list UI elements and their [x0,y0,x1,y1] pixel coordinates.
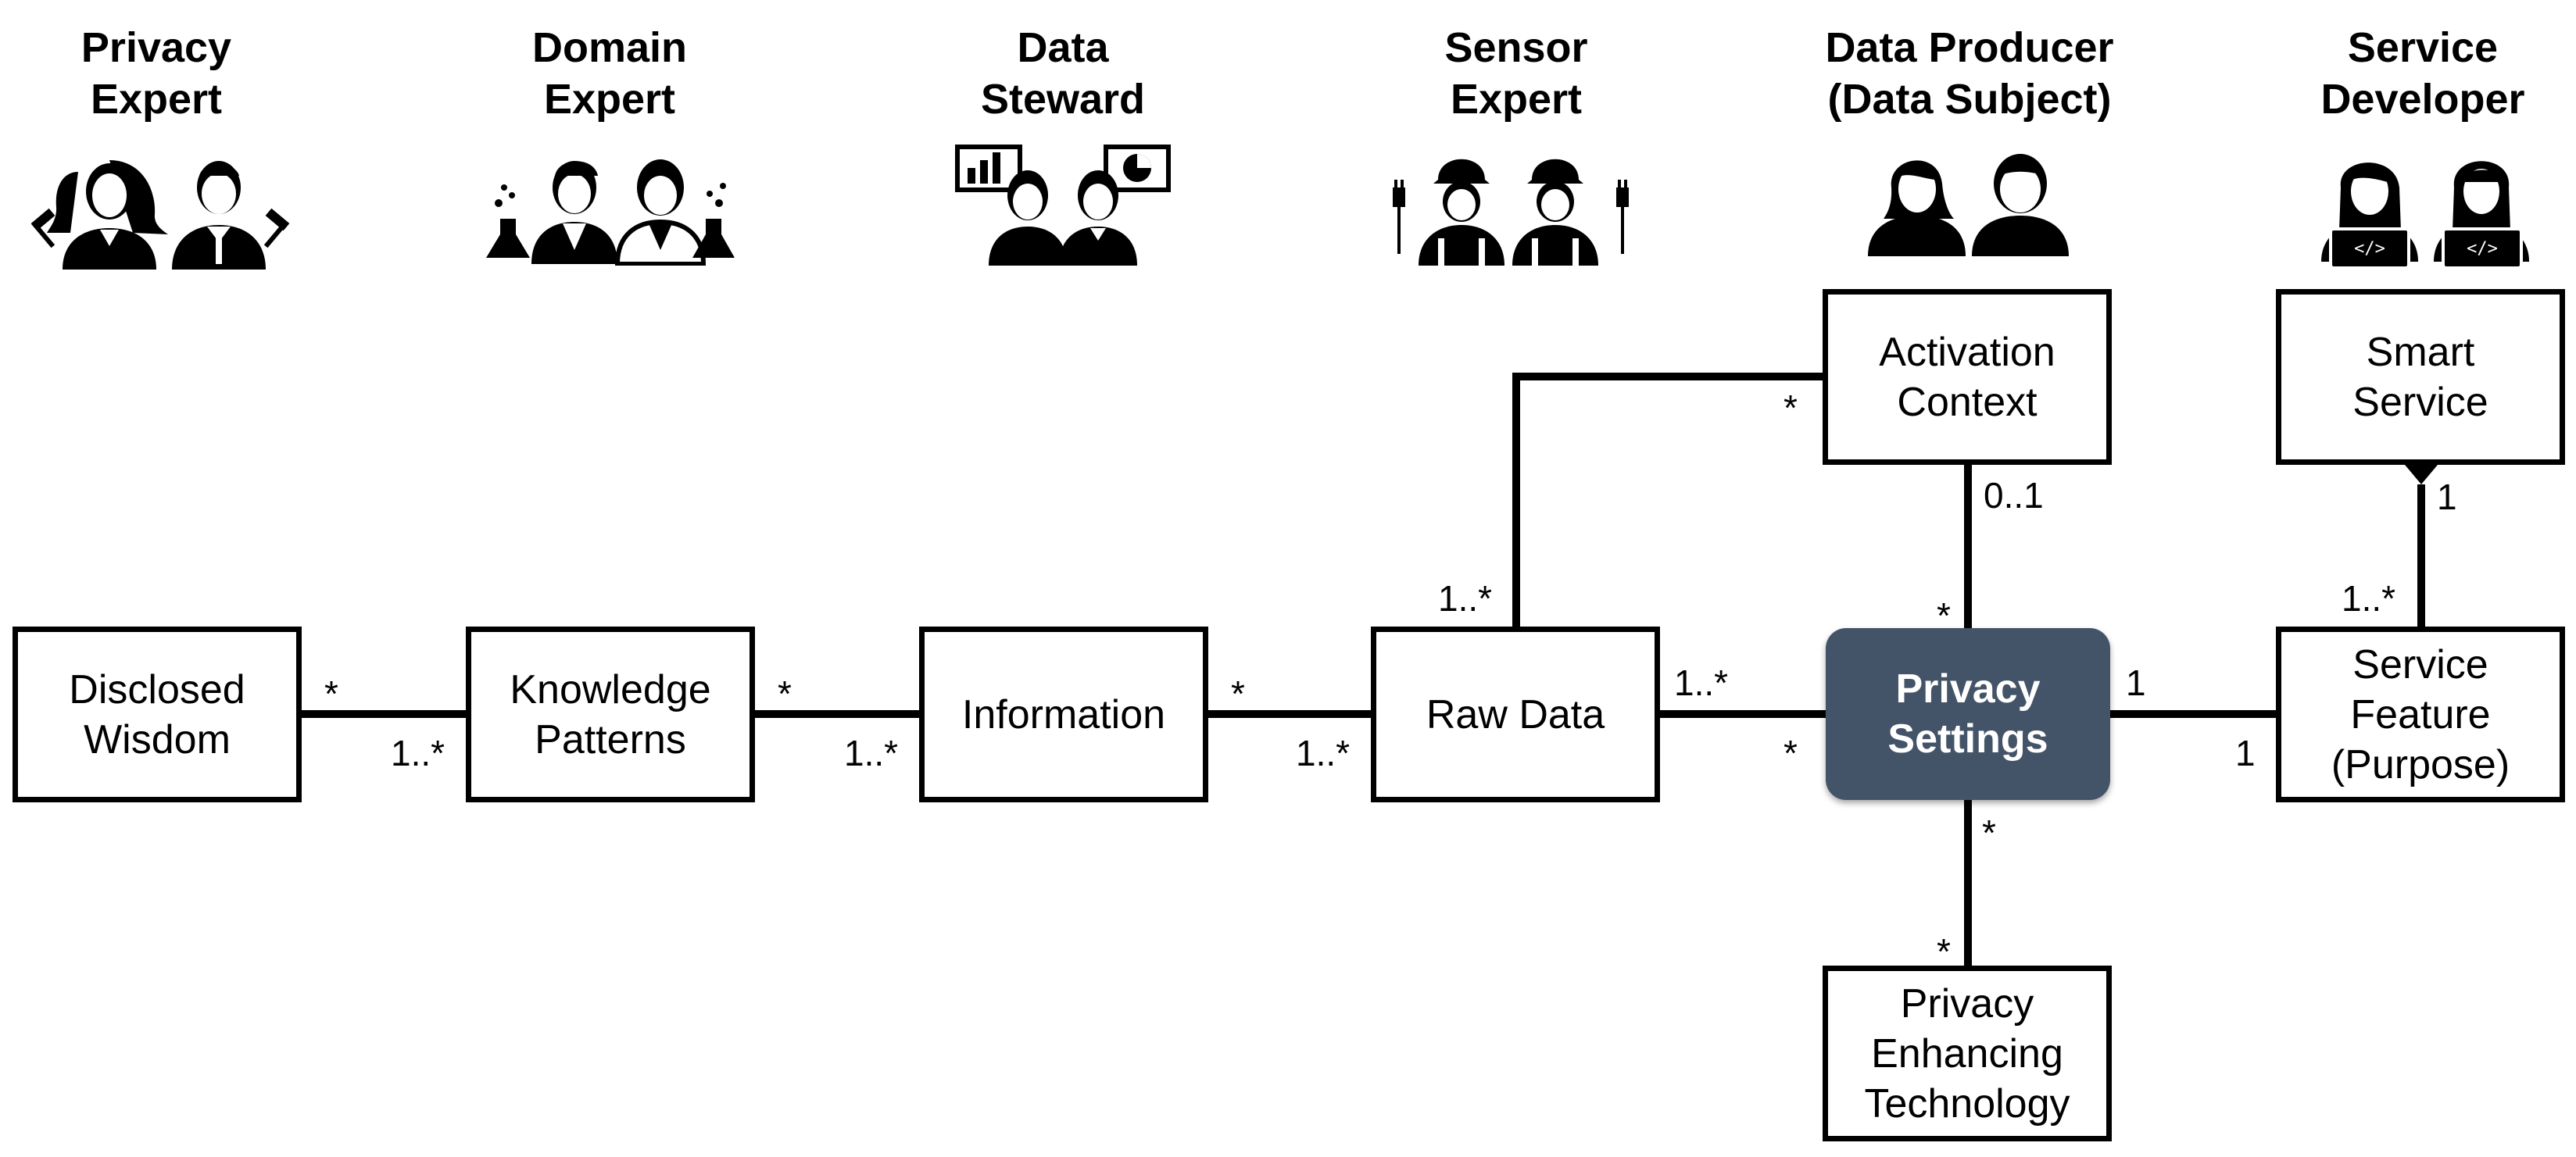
mult-information-raw-right: 1..* [1296,733,1351,773]
mult-raw-activation-bottom: 1..* [1438,578,1493,619]
mult-smart-feature-top: 1 [2437,477,2457,517]
mult-wisdom-knowledge-left: * [324,673,338,714]
mult-settings-feature-left: 1 [2126,662,2146,703]
svg-text:</>: </> [2467,239,2498,259]
mult-smart-feature-bottom: 1..* [2342,578,2396,619]
link-raw-activation [1512,373,1826,628]
mult-wisdom-knowledge-right: 1..* [391,733,445,773]
mult-raw-settings-right: * [1784,733,1798,773]
mult-knowledge-information-right: 1..* [844,733,899,773]
service-developer-icon: </> </> [2321,161,2529,270]
box-information[interactable]: Information [919,627,1208,802]
mult-raw-activation-top: * [1784,387,1798,428]
domain-expert-icon [486,159,735,266]
mult-raw-settings-left: 1..* [1674,662,1729,703]
mult-activation-settings-bottom: * [1937,595,1951,636]
mult-knowledge-information-left: * [778,673,792,714]
mult-settings-feature-right: 1 [2235,733,2256,773]
role-data-producer: Data Producer(Data Subject) [1825,24,2114,123]
mult-information-raw-left: * [1231,673,1245,714]
mult-settings-pet-bottom: * [1937,931,1951,972]
svg-text:</>: </> [2354,239,2385,259]
data-steward-icon [955,145,1171,266]
box-raw-data[interactable]: Raw Data [1371,627,1660,802]
sensor-expert-icon [1393,159,1629,266]
data-producer-icon [1868,154,2069,256]
mult-settings-pet-top: * [1982,812,1996,853]
mult-activation-settings-top: 0..1 [1984,475,2044,516]
privacy-expert-icon [31,160,290,270]
